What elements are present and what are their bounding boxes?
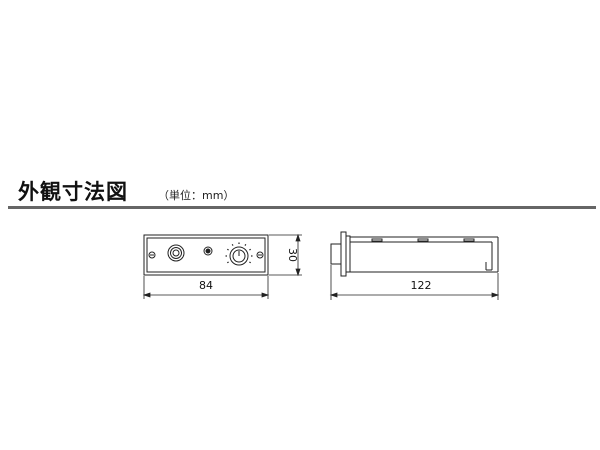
length-label: 122	[411, 279, 432, 292]
page-title: 外観寸法図	[18, 180, 128, 204]
front-plate-inner	[146, 237, 266, 273]
side-view	[330, 231, 499, 277]
front-dimensions	[142, 233, 302, 299]
title-underline	[8, 206, 596, 209]
height-label: 30	[286, 248, 299, 262]
side-front-plate	[340, 231, 347, 277]
side-jack-stub	[330, 243, 342, 265]
led-indicator-icon	[203, 246, 213, 256]
unit-note: （単位：mm）	[158, 189, 235, 202]
jack-connector-icon	[167, 244, 185, 262]
front-plate-outer	[143, 234, 269, 276]
front-view	[143, 234, 269, 276]
side-dimensions	[329, 265, 500, 300]
width-label: 84	[199, 279, 213, 292]
chassis-slots	[371, 238, 475, 242]
left-screw-icon	[148, 251, 156, 259]
volume-knob-icon	[225, 242, 253, 266]
right-screw-icon	[256, 251, 264, 259]
